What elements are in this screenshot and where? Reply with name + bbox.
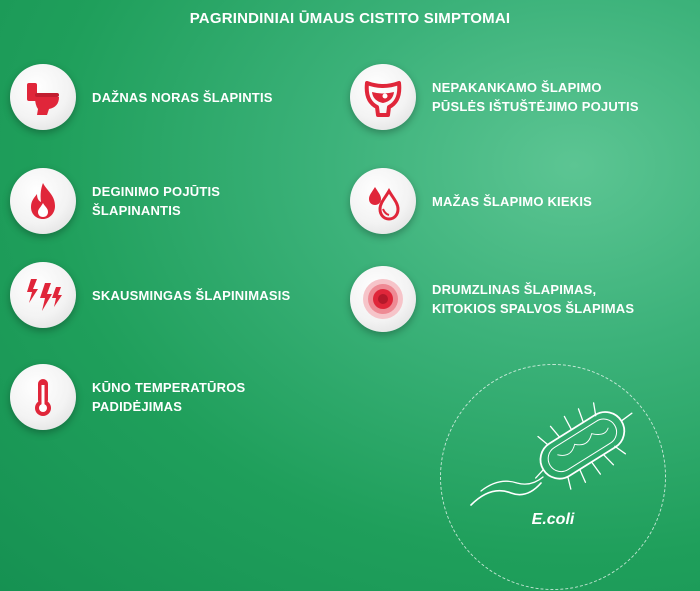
symptom-cloudy: DRUMZLINAS ŠLAPIMAS, KITOKIOS SPALVOS ŠL…: [350, 266, 642, 332]
symptom-frequent-urge: DAŽNAS NORAS ŠLAPINTIS: [10, 64, 273, 130]
symptom-label: MAŽAS ŠLAPIMO KIEKIS: [432, 193, 593, 209]
symptom-low-volume: MAŽAS ŠLAPIMO KIEKIS: [350, 168, 592, 234]
symptom-label: DEGINIMO POJŪTIS ŠLAPINANTIS: [92, 184, 221, 218]
symptom-incomplete-emptying: NEPAKANKAMO ŠLAPIMO PŪSLĖS IŠTUŠTĖJIMO P…: [350, 64, 642, 130]
fire-icon: [10, 168, 76, 234]
ecoli-illustration: E.coli: [440, 364, 666, 590]
ecoli-label: E.coli: [531, 511, 575, 528]
symptom-burning: DEGINIMO POJŪTIS ŠLAPINANTIS: [10, 168, 302, 234]
droplet-icon: [350, 168, 416, 234]
bladder-icon: [350, 64, 416, 130]
symptom-label: KŪNO TEMPERATŪROS PADIDĖJIMAS: [92, 380, 246, 414]
symptom-label: DAŽNAS NORAS ŠLAPINTIS: [92, 89, 273, 105]
target-icon: [350, 266, 416, 332]
page-title: PAGRINDINIAI ŪMAUS CISTITO SIMPTOMAI: [189, 10, 511, 27]
symptom-label: NEPAKANKAMO ŠLAPIMO PŪSLĖS IŠTUŠTĖJIMO P…: [432, 80, 639, 114]
symptom-label: SKAUSMINGAS ŠLAPINIMASIS: [92, 287, 291, 303]
bacterium-icon: [470, 402, 633, 506]
thermometer-icon: [10, 364, 76, 430]
toilet-icon: [10, 64, 76, 130]
lightning-icon: [10, 262, 76, 328]
symptom-fever: KŪNO TEMPERATŪROS PADIDĖJIMAS: [10, 364, 302, 430]
symptom-label: DRUMZLINAS ŠLAPIMAS, KITOKIOS SPALVOS ŠL…: [432, 282, 635, 316]
symptom-painful: SKAUSMINGAS ŠLAPINIMASIS: [10, 262, 290, 328]
